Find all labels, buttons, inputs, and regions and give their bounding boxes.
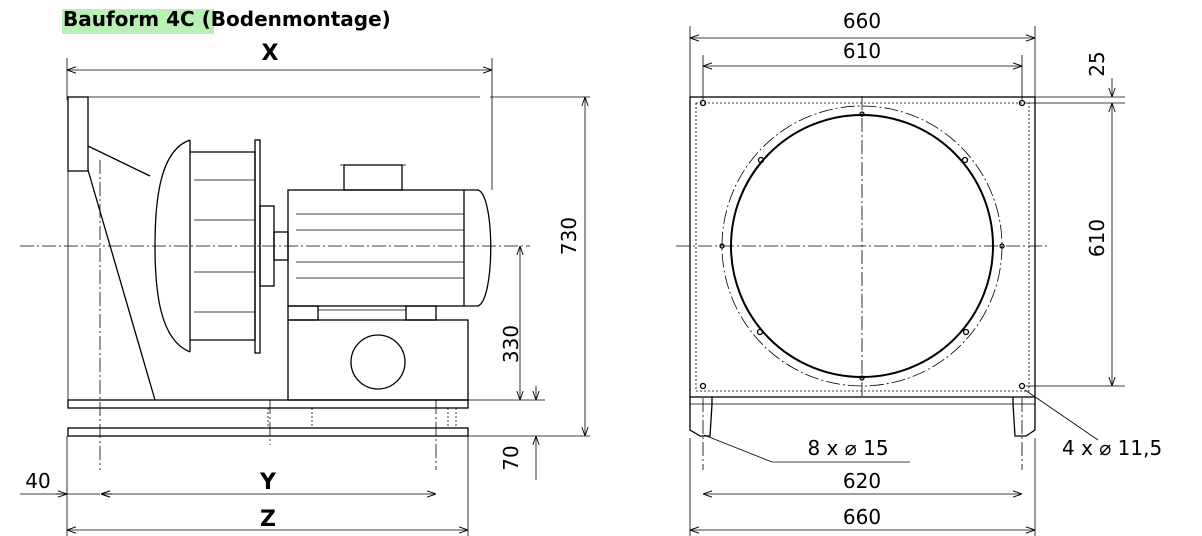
side-view: X: [20, 41, 590, 536]
dim-label-70: 70: [499, 445, 523, 470]
leader-foot-holes: [703, 434, 773, 463]
label-foot-holes: 8 x ⌀ 15: [807, 436, 888, 460]
dim-label-x: X: [262, 41, 279, 66]
motor-foot: [287, 305, 319, 321]
title-suffix: (Bodenmontage): [194, 7, 391, 31]
frame-hole: [699, 382, 707, 390]
motor-pedestal: [287, 319, 469, 401]
dim-label-y: Y: [259, 470, 277, 495]
motor-foot: [405, 305, 437, 321]
dim-label-bottom-660: 660: [843, 505, 881, 529]
bolt-hole: [961, 156, 969, 164]
dim-label-330: 330: [499, 325, 523, 363]
dim-label-40: 40: [25, 469, 50, 493]
inlet-flange: [67, 96, 89, 172]
base-frame-top: [67, 399, 469, 409]
front-view: 660 610: [676, 9, 1162, 536]
bolt-hole: [757, 156, 765, 164]
drawing-title: Bauform 4C (Bodenmontage): [63, 7, 391, 31]
title-highlight: Bauform 4C: [63, 7, 195, 31]
right-foot: [1012, 397, 1036, 437]
frame-hole: [1018, 99, 1026, 107]
frame-hole: [699, 99, 707, 107]
bolt-hole: [999, 243, 1005, 249]
dim-label-610: 610: [1085, 219, 1109, 257]
leader-frame-holes: [1024, 389, 1099, 441]
mounting-plate: [689, 96, 1036, 398]
motor-body: [287, 189, 465, 307]
dim-label-bottom-620: 620: [843, 469, 881, 493]
bolt-hole: [756, 328, 764, 336]
terminal-box: [343, 164, 403, 191]
label-frame-holes: 4 x ⌀ 11,5: [1062, 436, 1162, 460]
bolt-hole: [859, 111, 865, 117]
bolt-hole: [962, 328, 970, 336]
left-foot: [689, 397, 713, 437]
inlet-cone-side: [87, 169, 156, 401]
bolt-hole: [859, 375, 865, 381]
base-frame-bottom: [67, 427, 469, 437]
dim-label-z: Z: [260, 507, 276, 532]
dim-label-top-610: 610: [843, 39, 881, 63]
inlet-cone-top: [87, 145, 151, 177]
plate-inner-edge: [695, 102, 1030, 392]
impeller-backplate: [254, 139, 261, 354]
dim-label-730: 730: [557, 217, 581, 255]
motor-fan-cover: [464, 189, 492, 307]
frame-hole: [1018, 382, 1026, 390]
dim-label-25: 25: [1085, 51, 1109, 76]
pedestal-opening: [350, 334, 406, 390]
dim-label-top-660: 660: [843, 9, 881, 33]
title-highlight-box: [62, 9, 214, 34]
